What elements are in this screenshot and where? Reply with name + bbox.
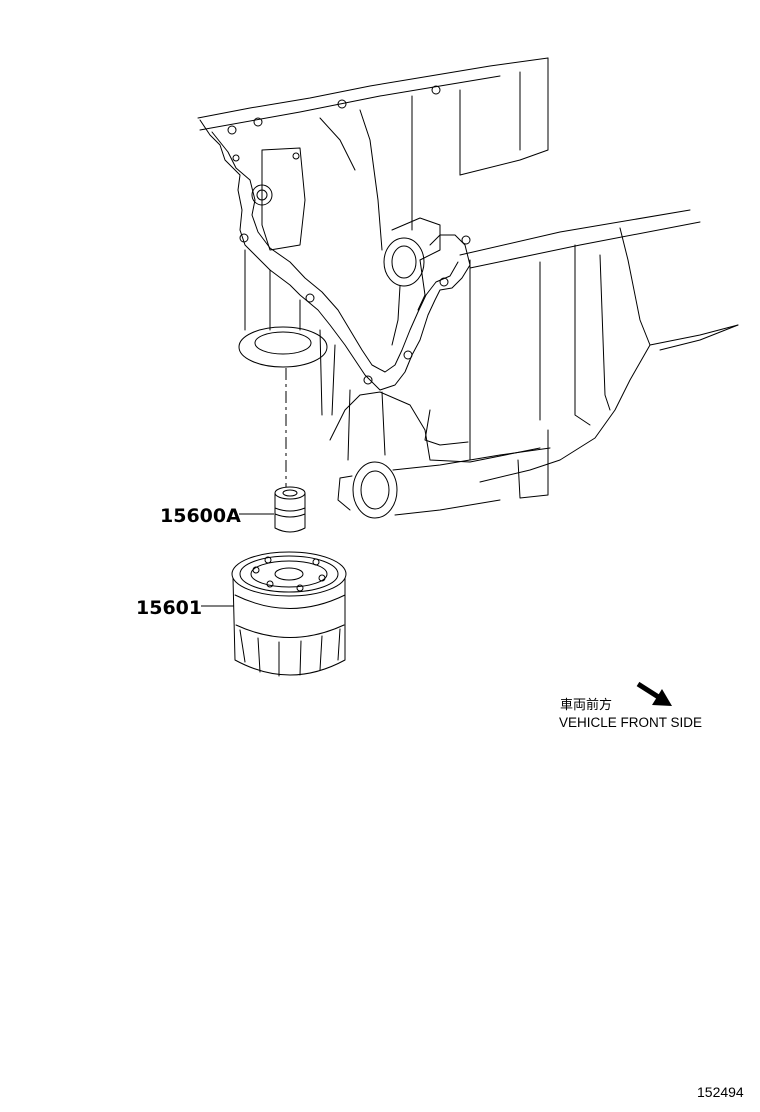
figure-number: 152494	[697, 1084, 744, 1100]
oil-filter-union-illustration	[274, 486, 306, 533]
direction-note-english: VEHICLE FRONT SIDE	[559, 715, 702, 730]
oil-filter-illustration	[231, 551, 347, 677]
part-number-15601[interactable]: 15601	[136, 597, 202, 619]
direction-note-japanese: 車両前方	[560, 697, 612, 713]
arrow-down-right-icon	[636, 681, 672, 706]
part-number-15600a[interactable]: 15600A	[160, 505, 241, 527]
engine-block-illustration	[197, 57, 739, 519]
